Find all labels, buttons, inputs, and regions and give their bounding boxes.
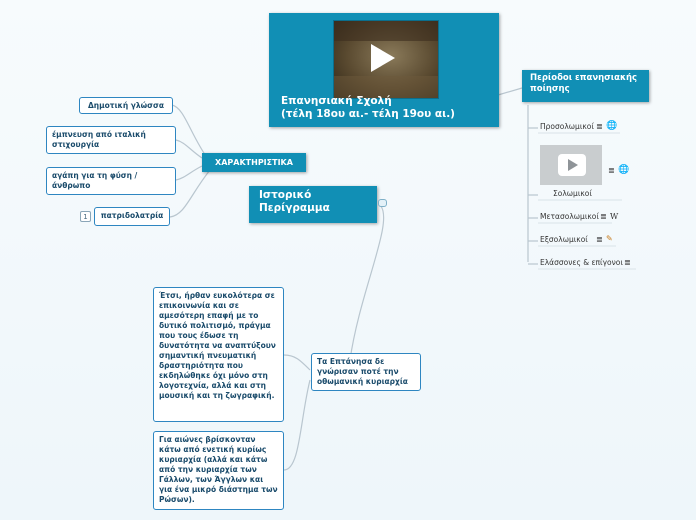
connector-fysi <box>175 165 203 181</box>
feature-item-empnefsi[interactable]: έμπνευση από ιταλική στιχουργία <box>46 126 176 154</box>
period-item-elassones[interactable]: Ελάσσονες & επίγονοι <box>540 258 623 267</box>
globe-icon[interactable]: 🌐 <box>618 165 630 175</box>
link-icon[interactable] <box>378 199 387 207</box>
feature-item-fysi[interactable]: αγάπη για τη φύση / άνθρωπο <box>46 167 176 195</box>
notes-icon[interactable]: ≣ <box>624 258 631 267</box>
feature-item-patridolatria[interactable]: πατριδολατρία <box>94 207 170 226</box>
globe-icon[interactable]: 🌐 <box>606 121 618 131</box>
history-topic[interactable]: Ιστορικό Περίγραμμα <box>249 186 377 223</box>
connector-patrido <box>169 169 211 218</box>
periods-label: Περίοδοι επανησιακής ποίησης <box>530 73 638 94</box>
history-label: Ιστορικό Περίγραμμα <box>259 189 330 214</box>
play-icon[interactable] <box>558 154 586 176</box>
play-icon[interactable] <box>371 44 395 72</box>
features-label: ΧΑΡΑΚΤΗΡΙΣΤΙΚΑ <box>215 158 293 167</box>
periods-topic[interactable]: Περίοδοι επανησιακής ποίησης <box>522 70 649 102</box>
period-item-exsolomikoi[interactable]: Εξσολωμικοί <box>540 235 588 244</box>
solomikoi-video-thumbnail[interactable] <box>540 145 602 185</box>
notes-icon[interactable]: ≣ <box>600 212 607 221</box>
period-item-solomikoi[interactable]: Σολωμικοί <box>553 189 592 198</box>
pencil-icon[interactable]: ✎ <box>606 234 613 243</box>
notes-icon[interactable]: ≣ <box>608 166 615 175</box>
central-title: Επανησιακή Σχολή (τέλη 18ου αι.- τέλη 19… <box>281 95 455 121</box>
period-item-prosolomikoi[interactable]: Προσολωμικοί <box>540 122 594 131</box>
connector-history-branch <box>349 204 385 361</box>
central-topic[interactable]: Επανησιακή Σχολή (τέλη 18ου αι.- τέλη 19… <box>269 13 499 127</box>
central-video-thumbnail[interactable] <box>333 20 439 99</box>
central-title-line2: (τέλη 18ου αι.- τέλη 19ου αι.) <box>281 108 455 120</box>
note-count-badge[interactable]: 1 <box>80 211 91 222</box>
wikipedia-icon[interactable]: W <box>610 212 619 221</box>
history-note-1[interactable]: Έτσι, ήρθαν ευκολότερα σε επικοινωνία κα… <box>153 287 284 422</box>
connector-periods <box>497 87 523 96</box>
central-title-line1: Επανησιακή Σχολή <box>281 95 392 107</box>
history-note-2[interactable]: Για αιώνες βρίσκονταν κάτω από ενετική κ… <box>153 431 284 510</box>
connector-note-2 <box>283 379 311 471</box>
connector-empnefsi <box>175 139 203 159</box>
notes-icon[interactable]: ≣ <box>596 122 603 131</box>
feature-item-dimotiki[interactable]: Δημοτική γλώσσα <box>79 97 173 114</box>
notes-icon[interactable]: ≣ <box>596 235 603 244</box>
connector-note-1 <box>283 354 311 371</box>
features-topic[interactable]: ΧΑΡΑΚΤΗΡΙΣΤΙΚΑ <box>202 153 306 172</box>
period-item-metasolomikoi[interactable]: Μετασολωμικοί <box>540 212 599 221</box>
history-branch-node[interactable]: Τα Επτάνησα δε γνώρισαν ποτέ την οθωμανι… <box>311 353 421 391</box>
